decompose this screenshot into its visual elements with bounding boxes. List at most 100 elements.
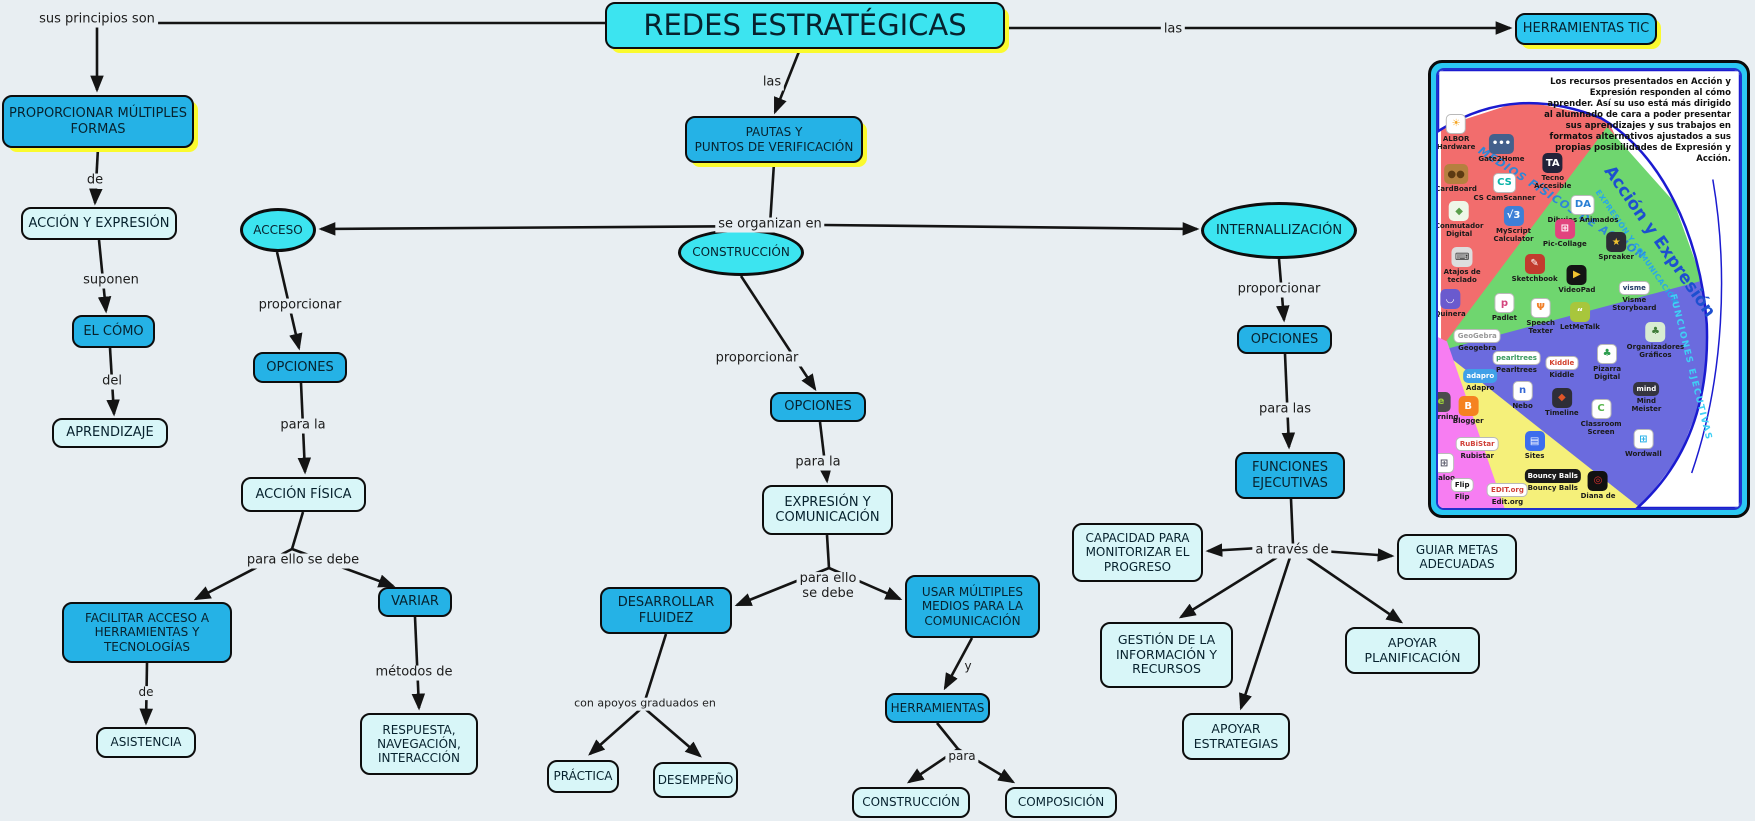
link-label-suponen[interactable]: suponen (80, 273, 142, 289)
connector-line (825, 534, 831, 569)
connector-line (1289, 498, 1295, 546)
link-label-del[interactable]: del (99, 374, 125, 390)
poster-icon-timeline: ◆Timeline (1545, 387, 1579, 417)
node-herramientas-tic[interactable]: HERRAMIENTAS TIC (1515, 13, 1657, 45)
node-proporcionar-multiples-formas[interactable]: PROPORCIONAR MÚLTIPLES FORMAS (2, 95, 194, 148)
node-apoyar-estrategias[interactable]: APOYAR ESTRATEGIAS (1182, 713, 1290, 760)
link-label-con-apoyos-graduados-en[interactable]: con apoyos graduados en (571, 697, 719, 711)
node-usar-multiples-medios[interactable]: USAR MÚLTIPLES MEDIOS PARA LA COMUNICACI… (905, 575, 1040, 638)
poster-icon-sketchbook: ✎Sketchbook (1512, 253, 1558, 283)
link-label-para-ello-se-debe-1[interactable]: para ello se debe (243, 553, 363, 569)
connector-line (90, 21, 605, 93)
poster-icon-albor-hardware: ☀ALBOR Hardware (1438, 113, 1475, 151)
node-guiar-metas-adecuadas[interactable]: GUIAR METAS ADECUADAS (1397, 534, 1517, 580)
node-capacidad-monitorizar-progreso[interactable]: CAPACIDAD PARA MONITORIZAR EL PROGRESO (1072, 523, 1203, 582)
node-composicion[interactable]: COMPOSICIÓN (1005, 787, 1117, 818)
poster-intro-text: Los recursos presentados en Acción y Exp… (1544, 76, 1731, 164)
node-acceso[interactable]: ACCESO (240, 208, 316, 252)
connector-line (818, 421, 833, 484)
link-label-para-la-1[interactable]: para la (277, 418, 329, 434)
connector-line (318, 222, 771, 236)
node-el-como[interactable]: EL CÓMO (72, 315, 155, 348)
link-label-las-2[interactable]: las (1160, 22, 1186, 38)
poster-canvas: Los recursos presentados en Acción y Exp… (1436, 68, 1742, 510)
poster-icon-gate2home: •••Gate2Home (1478, 133, 1524, 163)
node-construccion-2[interactable]: CONSTRUCCIÓN (852, 787, 970, 818)
poster-icon-letmetalk: “LetMeTalk (1560, 302, 1600, 331)
connector-line (411, 616, 426, 711)
link-label-proporcionar-2[interactable]: proporcionar (712, 351, 802, 367)
node-desempeno[interactable]: DESEMPEÑO (653, 762, 738, 798)
link-label-sus-principios-son[interactable]: sus principios son (36, 12, 158, 28)
node-construccion[interactable]: CONSTRUCCIÓN (678, 229, 804, 276)
link-label-para-la-2[interactable]: para la (792, 455, 844, 471)
link-label-para[interactable]: para (945, 749, 979, 764)
node-variar[interactable]: VARIAR (378, 587, 452, 617)
node-respuesta-navegacion-interaccion[interactable]: RESPUESTA, NAVEGACIÓN, INTERACCIÓN (360, 713, 478, 775)
connector-line (588, 706, 644, 756)
node-herramientas[interactable]: HERRAMIENTAS (885, 693, 990, 723)
node-facilitar-acceso-herramientas[interactable]: FACILITAR ACCESO A HERRAMIENTAS Y TECNOL… (62, 602, 232, 663)
poster-icon-learning: eLearning (1438, 391, 1458, 421)
node-funciones-ejecutivas[interactable]: FUNCIONES EJECUTIVAS (1235, 452, 1345, 499)
poster-icon-wordwall: ⊞Wordwall (1625, 429, 1662, 458)
node-gestion-informacion-recursos[interactable]: GESTIÓN DE LA INFORMACIÓN Y RECURSOS (1100, 622, 1233, 688)
link-label-para-las[interactable]: para las (1255, 402, 1315, 418)
link-label-para-ello-se-debe-2[interactable]: para ello se debe (796, 571, 860, 602)
link-label-proporcionar-3[interactable]: proporcionar (1234, 282, 1324, 298)
connector-line (768, 162, 776, 226)
poster-icon-atajos-de-teclado: ⌨Atajos de teclado (1444, 247, 1481, 284)
connector-line (1292, 546, 1404, 624)
link-label-y[interactable]: y (961, 659, 975, 674)
node-apoyar-planificacion[interactable]: APOYAR PLANIFICACIÓN (1345, 627, 1480, 674)
node-internallizacion[interactable]: INTERNALLIZACIÓN (1201, 202, 1357, 259)
connector-line (823, 222, 1200, 236)
node-practica[interactable]: PRÁCTICA (547, 760, 619, 793)
link-label-las-1[interactable]: las (759, 75, 785, 91)
node-accion-fisica[interactable]: ACCIÓN FÍSICA (241, 477, 366, 512)
node-pautas-y-puntos-de-verificacion[interactable]: PAUTAS Y PUNTOS DE VERIFICACIÓN (685, 116, 863, 163)
node-opciones-internallizacion[interactable]: OPCIONES (1237, 325, 1332, 354)
node-accion-y-expresion[interactable]: ACCIÓN Y EXPRESIÓN (21, 207, 177, 240)
poster-icon-quinera: ◡Quinera (1438, 289, 1466, 318)
poster-icon-conmutador-digital: ◆Conmutador Digital (1438, 201, 1483, 238)
link-label-a-traves-de[interactable]: a través de (1252, 543, 1332, 559)
poster-arc (1438, 70, 1740, 508)
node-opciones-construccion[interactable]: OPCIONES (770, 392, 866, 422)
poster-icon-diana-de: ◎Diana de (1581, 470, 1615, 500)
node-aprendizaje[interactable]: APRENDIZAJE (52, 418, 168, 448)
link-label-de-2[interactable]: de (135, 685, 157, 700)
connector-line (739, 275, 817, 392)
connector-line (935, 722, 960, 750)
node-opciones-acceso[interactable]: OPCIONES (253, 352, 347, 383)
poster-icon-cardboard: ●●CardBoard (1438, 164, 1477, 193)
node-desarrollar-fluidez[interactable]: DESARROLLAR FLUIDEZ (600, 587, 732, 634)
poster-icon-baloo: ⊞baloo (1438, 453, 1455, 482)
connector-line (642, 706, 702, 758)
node-redes-estrategicas[interactable]: REDES ESTRATÉGICAS (605, 2, 1005, 49)
link-label-de-1[interactable]: de (83, 173, 107, 189)
link-label-se-organizan-en[interactable]: se organizan en (715, 217, 825, 233)
node-expresion-y-comunicacion[interactable]: EXPRESIÓN Y COMUNICACIÓN (762, 485, 893, 535)
connector-line (1239, 547, 1295, 711)
accion-expresion-poster[interactable]: Los recursos presentados en Acción y Exp… (1428, 60, 1750, 518)
poster-icon-pic-collage: ⊞Pic-Collage (1543, 218, 1587, 248)
link-label-proporcionar-1[interactable]: proporcionar (255, 298, 345, 314)
link-label-metodos-de[interactable]: métodos de (372, 665, 456, 681)
node-asistencia[interactable]: ASISTENCIA (96, 727, 196, 758)
connector-line (1281, 353, 1296, 450)
